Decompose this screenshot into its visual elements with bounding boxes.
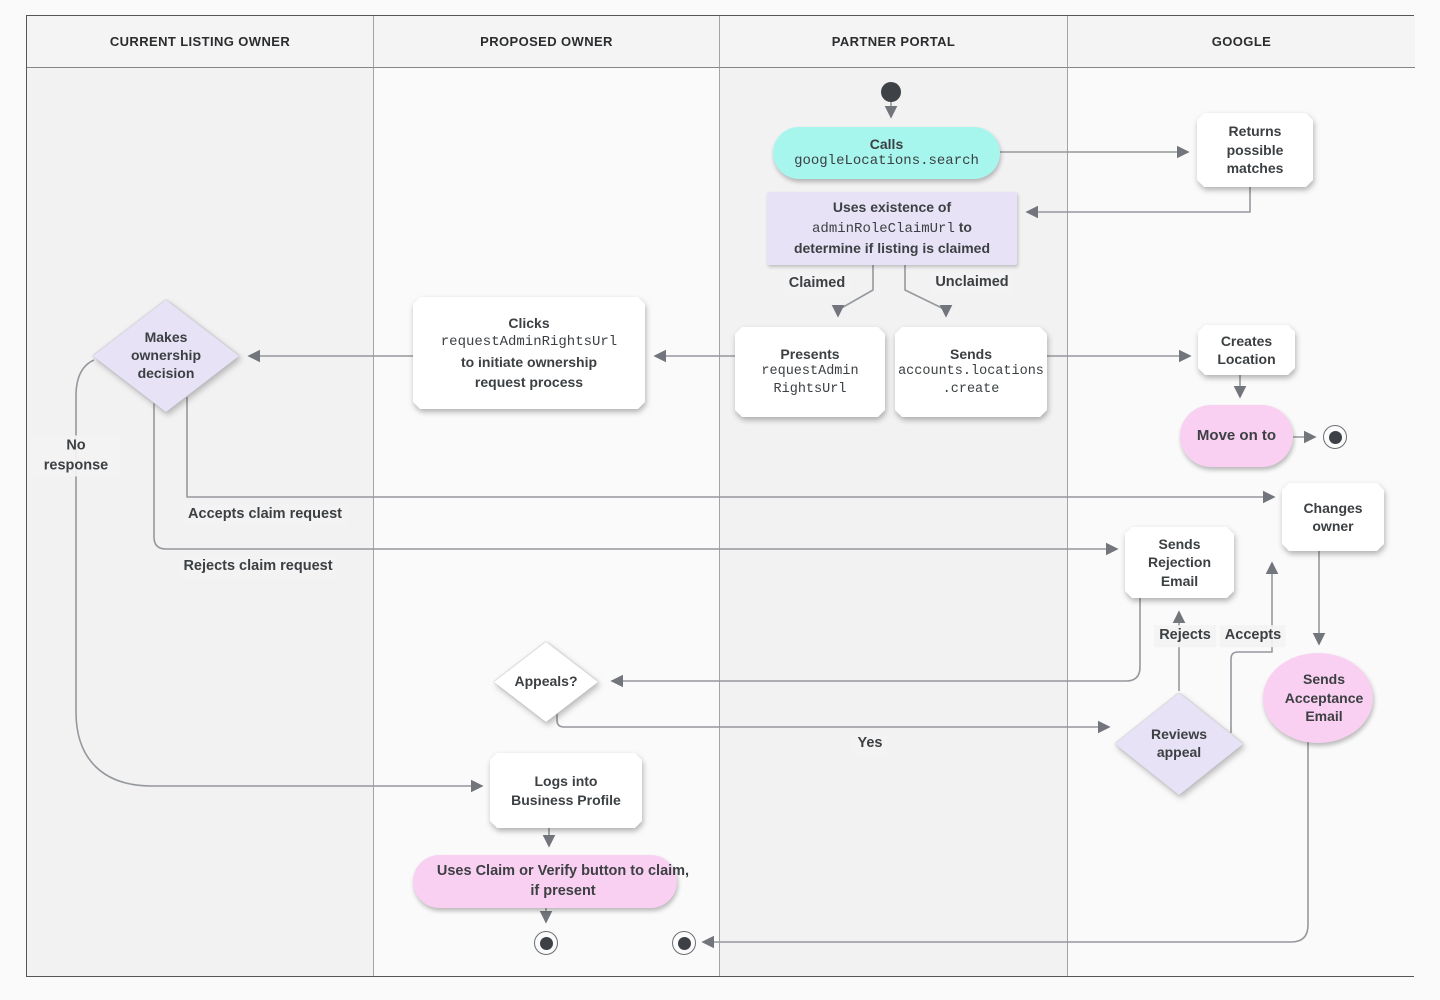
node-code: accounts.locations: [898, 364, 1044, 380]
edge-label-rejects: Rejects: [1154, 625, 1216, 647]
start-node: [881, 82, 901, 102]
node-code: RightsUrl: [773, 382, 847, 398]
move-on-to-node: Move on to: [1180, 405, 1293, 467]
lane-header-google: GOOGLE: [1068, 16, 1415, 68]
lane-header-partner-portal: PARTNER PORTAL: [720, 16, 1068, 68]
appeals-decision: Appeals?: [494, 642, 598, 722]
end-node-google: [1323, 425, 1347, 449]
edge-label-no-response: No response: [32, 435, 120, 477]
clicks-request-admin-rights-node: Clicks requestAdminRightsUrl to initiate…: [413, 297, 645, 409]
node-title: Presents: [780, 345, 840, 362]
end-node-dot: [1328, 430, 1342, 444]
sends-rejection-email-node: Sends Rejection Email: [1125, 527, 1218, 598]
node-line: determine if listing is claimed: [793, 240, 991, 257]
node-code: adminRoleClaimUrl: [812, 220, 955, 237]
edge-label-accepts-claim-request: Accepts claim request: [183, 504, 347, 526]
makes-ownership-decision: Makes ownership decision: [93, 300, 239, 412]
node-line: to initiate ownership: [460, 354, 598, 370]
presents-request-admin-rights-node: Presents requestAdmin RightsUrl: [735, 327, 885, 417]
returns-possible-matches-node: Returns possible matches: [1197, 113, 1293, 187]
node-title: Calls: [869, 135, 904, 152]
edge-label-yes: Yes: [852, 733, 888, 755]
end-node-partner-portal: [672, 931, 696, 955]
node-code: requestAdminRightsUrl: [440, 334, 618, 351]
changes-owner-node: Changes owner: [1282, 483, 1368, 551]
lane-header-proposed-owner: PROPOSED OWNER: [374, 16, 720, 68]
calls-google-locations-search-node: Calls googleLocations.search: [773, 127, 1000, 179]
sends-accounts-locations-create-node: Sends accounts.locations .create: [895, 327, 1047, 417]
node-line: to: [958, 218, 972, 235]
logs-into-business-profile-node: Logs into Business Profile: [490, 753, 610, 828]
end-node-dot: [539, 936, 553, 950]
lane-header-current-listing-owner: CURRENT LISTING OWNER: [27, 16, 374, 68]
node-line: Uses existence of: [832, 199, 952, 216]
edge-label-unclaimed: Unclaimed: [930, 272, 1014, 294]
edge-label-rejects-claim-request: Rejects claim request: [178, 556, 338, 578]
end-node-proposed-owner: [534, 931, 558, 955]
node-title: Sends: [949, 345, 992, 362]
node-code: .create: [942, 382, 1000, 398]
sends-acceptance-email-node: Sends Acceptance Email: [1263, 653, 1373, 743]
creates-location-node: Creates Location: [1198, 325, 1283, 375]
node-title: Clicks: [508, 314, 550, 331]
uses-existence-node: Uses existence of adminRoleClaimUrl to d…: [767, 192, 1017, 265]
uses-claim-or-verify-node: Uses Claim or Verify button to claim, if…: [413, 855, 689, 908]
reviews-appeal-decision: Reviews appeal: [1115, 693, 1243, 795]
node-code: requestAdmin: [761, 364, 859, 380]
node-line: request process: [474, 373, 584, 390]
edge-label-claimed: Claimed: [783, 273, 851, 295]
end-node-dot: [677, 936, 691, 950]
edge-label-accepts: Accepts: [1219, 625, 1287, 647]
node-code: googleLocations.search: [794, 153, 979, 169]
